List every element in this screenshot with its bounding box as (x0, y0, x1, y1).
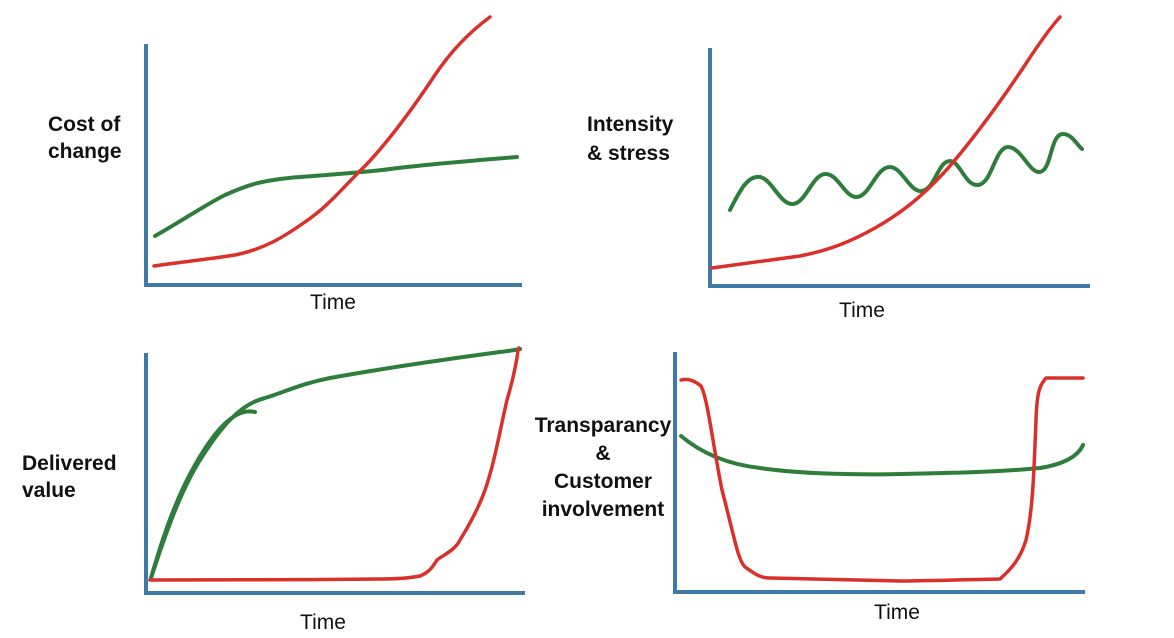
panel-delivered-value: Delivered value Time (22, 346, 525, 634)
x-axis-label: Time (874, 601, 920, 624)
axes (144, 44, 522, 287)
panel-transparancy-customer-involvement: Transparancy & Customer involvement Time (535, 352, 1085, 624)
panel-intensity-stress: Intensity & stress Time (587, 15, 1090, 322)
y-axis-label-line2: value (22, 479, 76, 502)
y-axis-label-line2: change (48, 140, 122, 163)
y-axis-label-line1: Cost of (48, 113, 121, 136)
axes (673, 352, 1085, 594)
green-series-line (728, 132, 1084, 212)
green-series-line (153, 155, 519, 238)
panel-cost-of-change: Cost of change Time (48, 15, 522, 314)
x-axis-label: Time (839, 299, 885, 322)
green-series-line (679, 434, 1085, 477)
axes (144, 353, 525, 595)
y-axis-label-line1: Delivered (22, 452, 117, 475)
axes (708, 48, 1090, 288)
x-axis-label: Time (310, 291, 356, 314)
y-axis-label-line4: involvement (542, 498, 665, 521)
red-series-line (679, 376, 1085, 583)
green-series-line (149, 347, 522, 580)
red-series-line (148, 346, 521, 582)
red-series-line (710, 15, 1062, 270)
y-axis-label-line1: Intensity (587, 113, 674, 136)
y-axis-label-line3: Customer (554, 470, 652, 493)
y-axis-label-line2: & stress (587, 142, 670, 165)
y-axis-label-line2: & (595, 442, 610, 465)
y-axis-label-line1: Transparancy (535, 414, 672, 437)
x-axis-label: Time (300, 611, 346, 634)
red-series-line (152, 15, 492, 268)
